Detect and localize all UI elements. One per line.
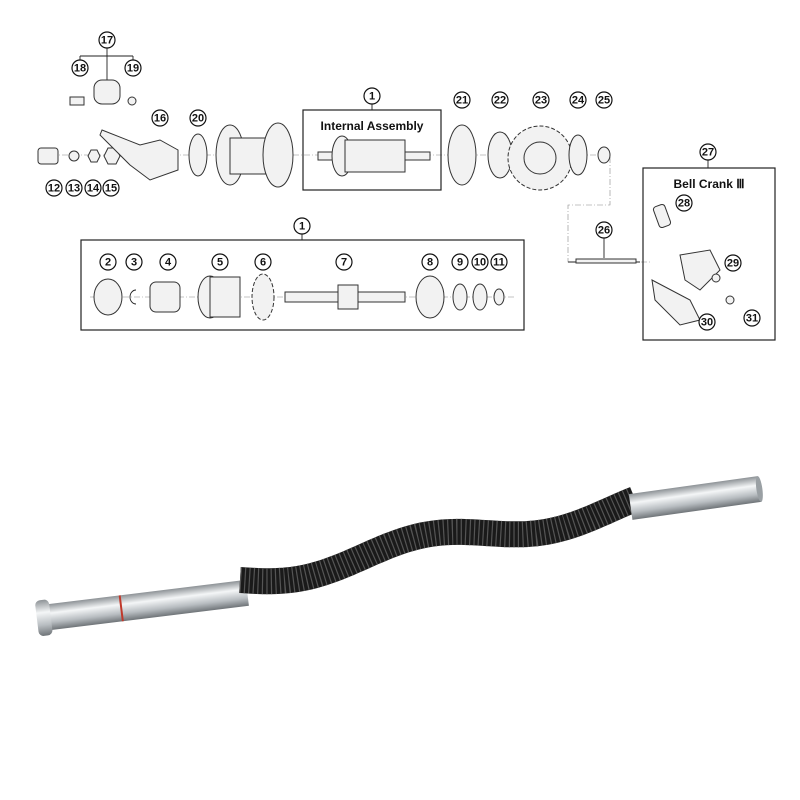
svg-text:6: 6 — [260, 257, 266, 269]
svg-text:16: 16 — [154, 113, 166, 125]
callout-10: 10 — [471, 253, 489, 271]
callout-16: 16 — [151, 109, 169, 127]
internal-assembly-title: Internal Assembly — [321, 119, 424, 133]
callout-13: 13 — [65, 179, 83, 197]
svg-text:22: 22 — [494, 95, 506, 107]
callout-20: 20 — [189, 109, 207, 127]
svg-text:19: 19 — [127, 63, 139, 75]
callout-24: 24 — [569, 91, 587, 109]
callout-31: 31 — [743, 309, 761, 327]
callout-21: 21 — [453, 91, 471, 109]
svg-text:26: 26 — [598, 225, 610, 237]
svg-text:27: 27 — [702, 147, 714, 159]
callout-6: 6 — [254, 253, 272, 271]
svg-text:24: 24 — [572, 95, 585, 107]
svg-text:13: 13 — [68, 183, 80, 195]
callout-12: 12 — [45, 179, 63, 197]
callout-3: 3 — [125, 253, 143, 271]
svg-text:4: 4 — [165, 257, 172, 269]
callout-8: 8 — [421, 253, 439, 271]
callouts-bottom: 1 2 3 4 5 6 7 8 9 10 11 — [99, 217, 508, 271]
svg-text:31: 31 — [746, 313, 758, 325]
bell-crank-parts — [651, 203, 735, 326]
svg-text:5: 5 — [217, 257, 223, 269]
left-tube — [35, 579, 249, 636]
callout-27: 27 — [699, 143, 717, 161]
callout-14: 14 — [84, 179, 102, 197]
svg-text:28: 28 — [678, 198, 690, 210]
callout-15: 15 — [102, 179, 120, 197]
callout-23: 23 — [532, 91, 550, 109]
callout-7: 7 — [335, 253, 353, 271]
svg-text:29: 29 — [727, 258, 739, 270]
svg-text:9: 9 — [457, 257, 463, 269]
svg-text:7: 7 — [341, 257, 347, 269]
callout-26: 26 — [595, 221, 613, 239]
hub-parts-bottom — [93, 273, 505, 321]
svg-text:2: 2 — [105, 257, 111, 269]
svg-text:15: 15 — [105, 183, 117, 195]
svg-text:25: 25 — [598, 95, 610, 107]
callout-11: 11 — [490, 253, 508, 271]
lead-lines — [79, 48, 709, 263]
callout-4: 4 — [159, 253, 177, 271]
right-tube — [628, 476, 763, 520]
svg-text:12: 12 — [48, 183, 60, 195]
callout-5: 5 — [211, 253, 229, 271]
svg-text:20: 20 — [192, 113, 204, 125]
svg-text:30: 30 — [701, 317, 713, 329]
spring — [239, 487, 640, 595]
svg-text:3: 3 — [131, 257, 137, 269]
callout-25: 25 — [595, 91, 613, 109]
svg-text:23: 23 — [535, 95, 547, 107]
bell-crank-title: Bell Crank Ⅲ — [674, 177, 745, 191]
svg-text:18: 18 — [74, 63, 86, 75]
callout-30: 30 — [698, 313, 716, 331]
callout-17: 17 — [98, 31, 116, 49]
callout-1: 1 — [293, 217, 311, 235]
svg-text:10: 10 — [474, 257, 486, 269]
svg-text:17: 17 — [101, 35, 113, 47]
callout-19: 19 — [124, 59, 142, 77]
callout-1: 1 — [363, 87, 381, 105]
callout-29: 29 — [724, 254, 742, 272]
svg-text:8: 8 — [427, 257, 433, 269]
svg-text:1: 1 — [299, 221, 305, 233]
spring-coils — [239, 487, 640, 595]
internal-assembly-detail-box — [80, 239, 525, 331]
svg-text:14: 14 — [87, 183, 100, 195]
svg-text:21: 21 — [456, 95, 468, 107]
svg-text:11: 11 — [493, 257, 505, 269]
callout-28: 28 — [675, 194, 693, 212]
rod-photo — [35, 476, 763, 636]
hub-parts-top — [37, 79, 637, 264]
callout-22: 22 — [491, 91, 509, 109]
callout-18: 18 — [71, 59, 89, 77]
bell-crank-box — [642, 167, 776, 341]
callout-2: 2 — [99, 253, 117, 271]
svg-text:1: 1 — [369, 91, 375, 103]
callout-9: 9 — [451, 253, 469, 271]
